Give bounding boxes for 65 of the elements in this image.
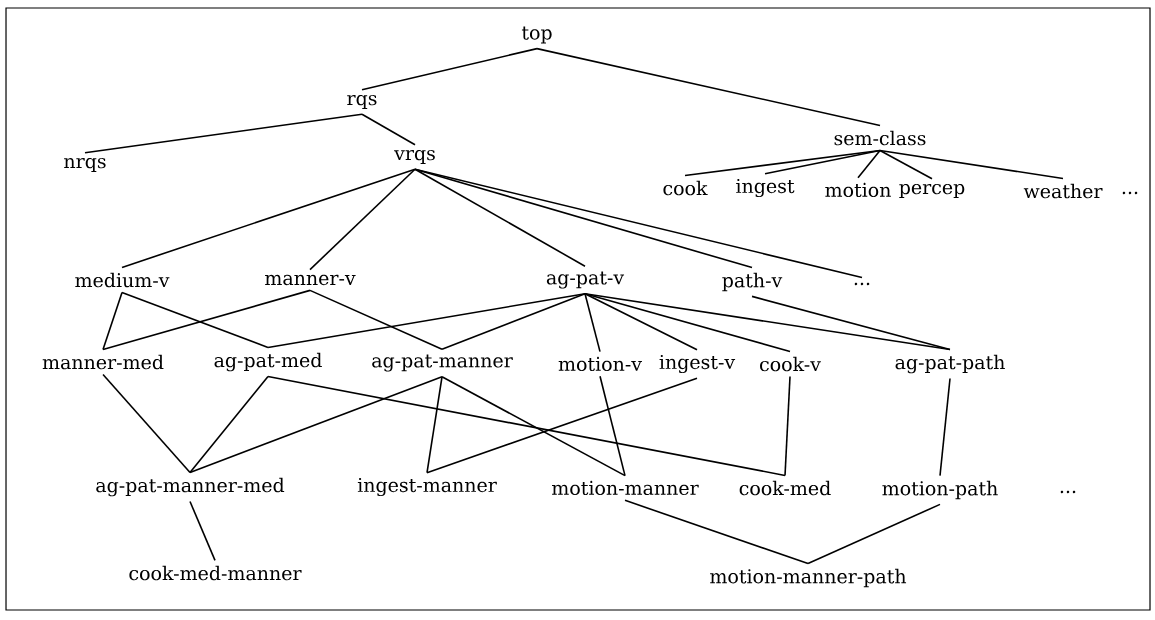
- node-label: weather: [1023, 183, 1103, 199]
- tree-line: [939, 377, 951, 477]
- node-label: percep: [899, 183, 965, 199]
- node-label: nrqs: [64, 157, 106, 173]
- node-label: cook-v: [760, 356, 821, 372]
- tree-line: [121, 168, 416, 269]
- node-label: ag-pat-v: [546, 271, 625, 289]
- tree-line: [267, 375, 786, 477]
- tree-line: [414, 168, 586, 268]
- node-label: motion: [825, 182, 891, 198]
- node-label: ag-pat-med: [214, 352, 322, 372]
- node-label: manner-v: [265, 274, 356, 286]
- ellipsis-text: ...: [1060, 490, 1076, 494]
- tree-line: [764, 149, 881, 175]
- tree-line: [121, 291, 269, 349]
- tree-line: [102, 373, 191, 474]
- tree-line: [879, 149, 933, 180]
- node-label: ingest: [736, 178, 795, 198]
- tree-line: [751, 295, 951, 351]
- ellipsis-text: ...: [1122, 191, 1138, 195]
- node-label: motion-v: [558, 356, 642, 372]
- node-label: rqs: [347, 94, 377, 110]
- tree-line: [441, 375, 626, 477]
- tree-line: [102, 289, 311, 351]
- node-label: ingest-v: [659, 354, 736, 374]
- node-label: motion-path: [882, 480, 998, 500]
- tree-line: [84, 113, 363, 154]
- tree-line: [599, 375, 626, 477]
- node-label: ingest-manner: [357, 477, 497, 497]
- tree-line: [309, 289, 443, 350]
- node-label: ag-pat-manner: [372, 354, 513, 372]
- node-label: motion-manner-path: [710, 568, 907, 588]
- tree-line: [624, 499, 809, 565]
- tree-line: [189, 375, 269, 474]
- tree-line: [857, 149, 881, 179]
- node-label: cook-med: [739, 480, 831, 496]
- tree-line: [361, 47, 538, 91]
- node-label: cook: [663, 180, 708, 196]
- node-label: ag-pat-path: [895, 354, 1005, 374]
- node-label: vrqs: [394, 149, 435, 165]
- node-label: medium-v: [75, 272, 170, 288]
- tree-line: [441, 292, 586, 350]
- node-label: motion-manner: [552, 480, 699, 496]
- tree-line: [536, 47, 881, 127]
- node-label: top: [521, 26, 552, 44]
- tree-line: [584, 292, 698, 351]
- node-label: manner-med: [42, 354, 164, 370]
- node-label: path-v: [722, 272, 783, 292]
- node-label: ag-pat-manner-med: [96, 477, 285, 497]
- node-label: sem-class: [834, 130, 926, 146]
- tree-line: [584, 292, 601, 353]
- tree-line: [102, 291, 123, 351]
- tree-line: [361, 113, 416, 146]
- tree-line: [784, 375, 791, 477]
- node-label: cook-med-manner: [129, 565, 302, 581]
- tree-line: [879, 149, 1064, 180]
- tree-line: [414, 168, 863, 279]
- tree-line: [426, 375, 443, 474]
- node-label: ...: [854, 282, 870, 286]
- tree-line: [807, 503, 941, 565]
- tree-line: [189, 500, 216, 562]
- tree-line: [189, 375, 443, 474]
- tree-line: [426, 377, 698, 474]
- tree-line: [267, 292, 586, 349]
- tree-line: [309, 168, 416, 271]
